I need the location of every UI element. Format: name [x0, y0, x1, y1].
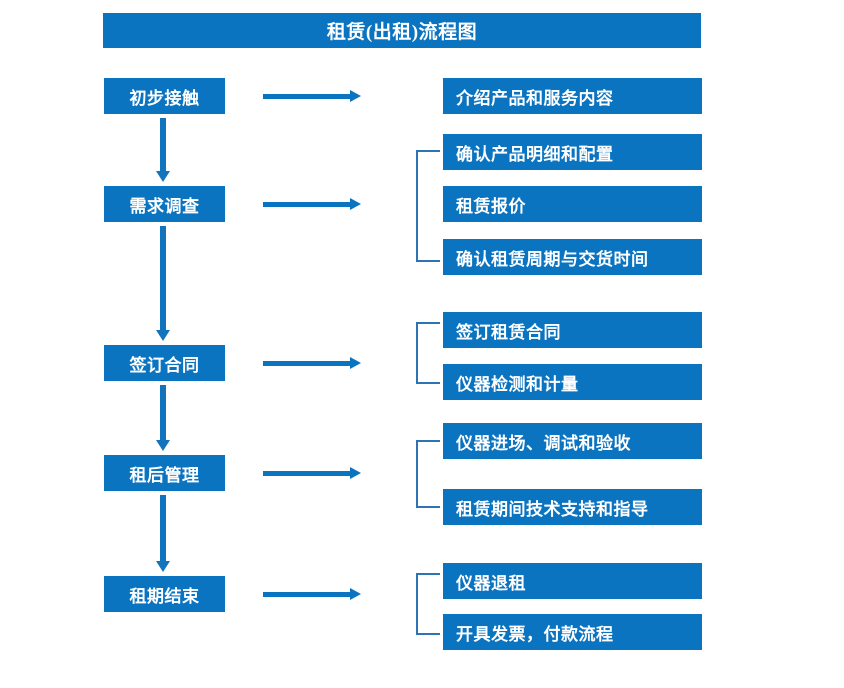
detail-box-invoice-payment[interactable]: 开具发票，付款流程 — [443, 614, 702, 650]
stage-box-post-rental-management[interactable]: 租后管理 — [104, 455, 225, 491]
detail-box-sign-rental-contract[interactable]: 签订租赁合同 — [443, 312, 702, 348]
stage-box-lease-end[interactable]: 租期结束 — [104, 576, 225, 612]
arrow-shaft — [160, 495, 166, 561]
arrow-head — [350, 90, 361, 102]
arrow-head — [156, 171, 170, 182]
arrow-stage-4-to-5 — [154, 495, 172, 572]
arrow-lease-end — [263, 587, 361, 601]
stage-box-requirement-survey[interactable]: 需求调查 — [104, 186, 225, 222]
arrow-shaft — [263, 592, 351, 597]
arrow-initial-contact — [263, 89, 361, 103]
bracket-requirement-group — [416, 150, 440, 262]
bracket-post-rental-group — [416, 440, 440, 508]
arrow-stage-3-to-4 — [154, 385, 172, 451]
detail-box-confirm-period-delivery[interactable]: 确认租赁周期与交货时间 — [443, 239, 702, 275]
arrow-stage-1-to-2 — [154, 118, 172, 182]
detail-box-introduce-products[interactable]: 介绍产品和服务内容 — [443, 78, 702, 114]
arrow-shaft — [160, 226, 166, 330]
detail-box-technical-support[interactable]: 租赁期间技术支持和指导 — [443, 489, 702, 525]
arrow-requirement-survey — [263, 197, 361, 211]
arrow-head — [156, 561, 170, 572]
arrow-head — [156, 330, 170, 341]
arrow-head — [350, 467, 361, 479]
arrow-shaft — [263, 361, 351, 366]
arrow-sign-contract — [263, 356, 361, 370]
detail-box-instrument-inspection[interactable]: 仪器检测和计量 — [443, 364, 702, 400]
arrow-shaft — [160, 118, 166, 171]
detail-box-rental-quotation[interactable]: 租赁报价 — [443, 186, 702, 222]
stage-box-sign-contract[interactable]: 签订合同 — [104, 345, 225, 381]
arrow-shaft — [263, 471, 351, 476]
detail-box-confirm-product-details[interactable]: 确认产品明细和配置 — [443, 134, 702, 170]
arrow-head — [350, 588, 361, 600]
stage-box-initial-contact[interactable]: 初步接触 — [104, 78, 225, 114]
arrow-shaft — [263, 202, 351, 207]
arrow-head — [156, 440, 170, 451]
detail-box-instrument-return[interactable]: 仪器退租 — [443, 563, 702, 599]
arrow-head — [350, 198, 361, 210]
bracket-closing-group — [416, 573, 440, 635]
arrow-shaft — [160, 385, 166, 440]
arrow-post-rental — [263, 466, 361, 480]
bracket-contract-group — [416, 322, 440, 384]
arrow-shaft — [263, 94, 351, 99]
detail-box-instrument-entry-commission[interactable]: 仪器进场、调试和验收 — [443, 423, 702, 459]
arrow-head — [350, 357, 361, 369]
arrow-stage-2-to-3 — [154, 226, 172, 341]
chart-title: 租赁(出租)流程图 — [103, 13, 701, 48]
